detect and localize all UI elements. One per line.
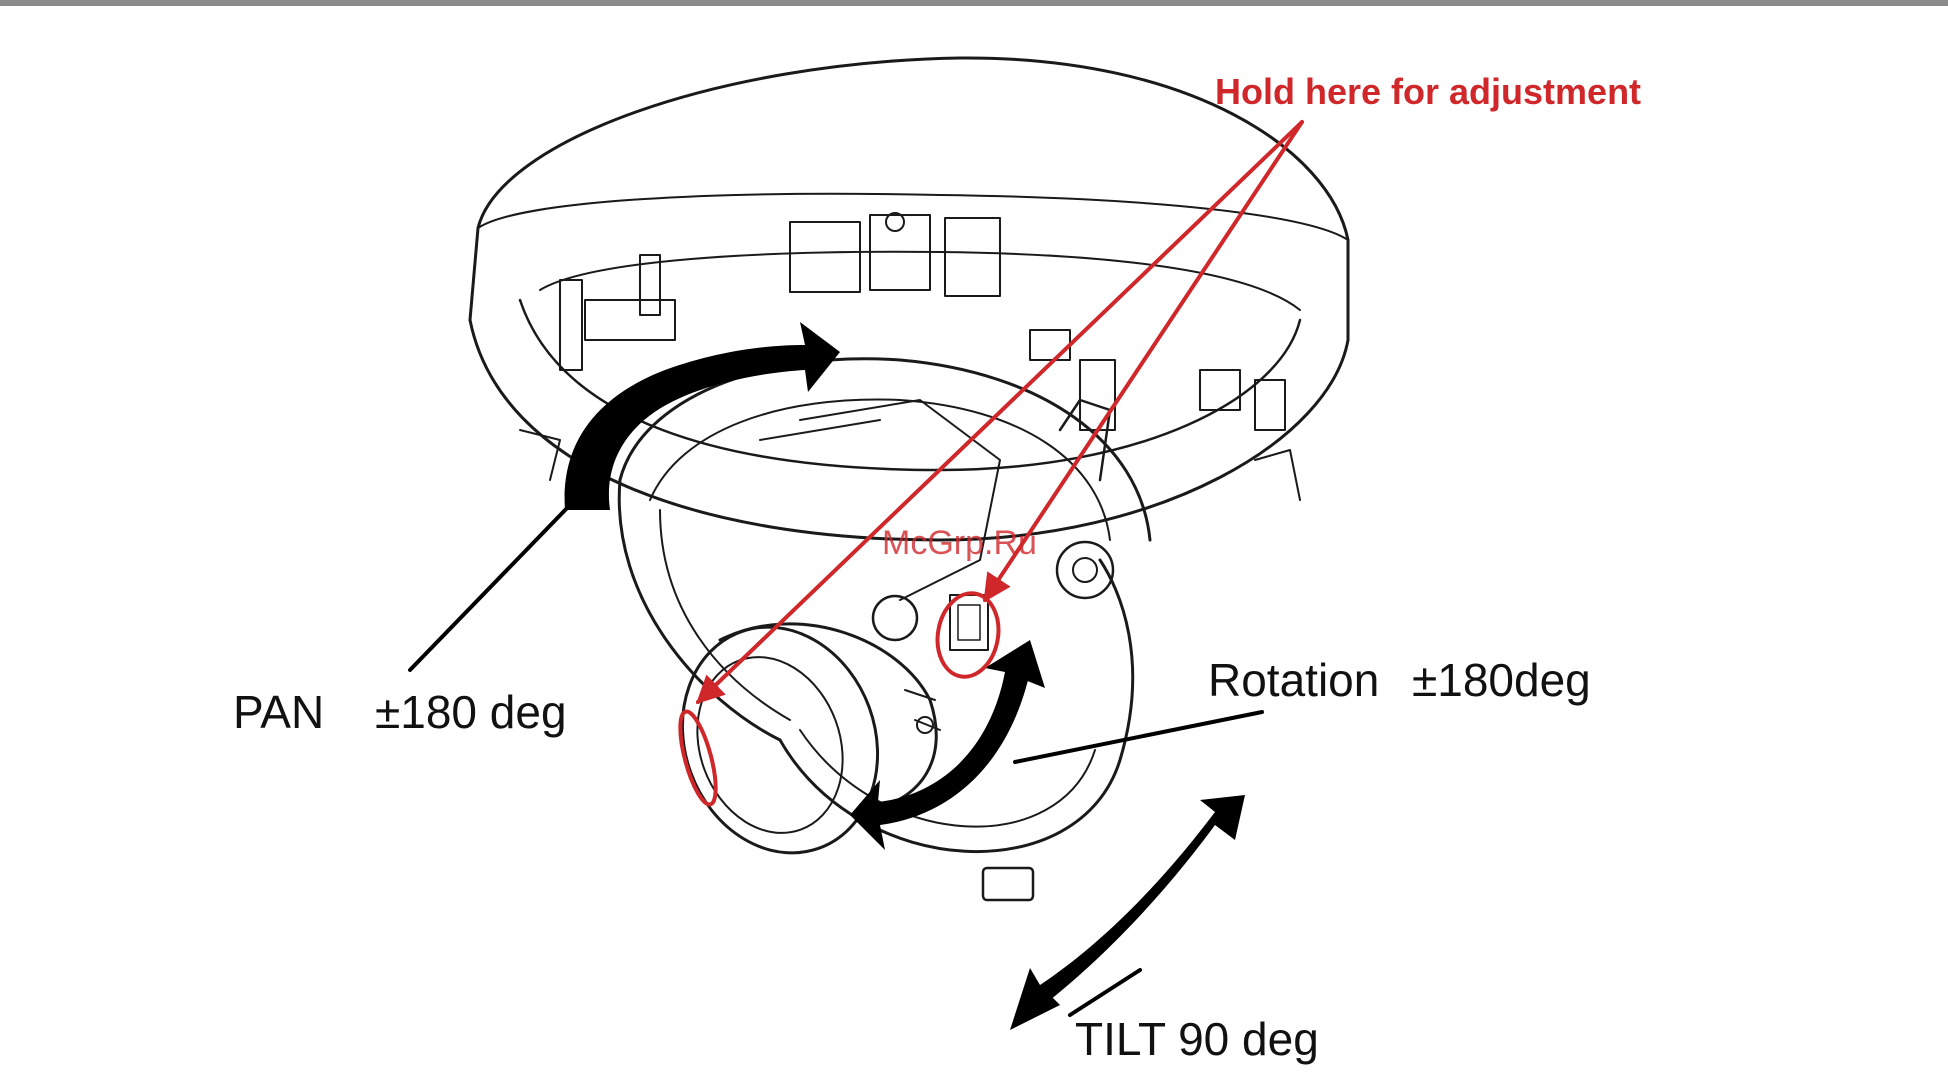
leader-lines xyxy=(410,505,1262,1015)
tilt-arrow xyxy=(1010,795,1245,1030)
pan-label: PAN xyxy=(233,686,324,738)
pan-arrow xyxy=(565,322,840,510)
tilt-label: TILT 90 deg xyxy=(1075,1013,1319,1065)
hold-here-label: Hold here for adjustment xyxy=(1215,71,1641,112)
hold-point-lens-ring xyxy=(673,708,723,807)
rotation-value: ±180deg xyxy=(1412,654,1591,706)
tilt-leader-line xyxy=(1070,970,1140,1015)
watermark-text: McGrp.Ru xyxy=(882,524,1037,562)
rotation-label: Rotation xyxy=(1208,654,1379,706)
motion-arrows xyxy=(565,322,1245,1030)
pan-value: ±180 deg xyxy=(375,686,567,738)
hold-pointer-line-lens xyxy=(698,122,1302,702)
pan-leader-line xyxy=(410,505,570,670)
rotation-leader-line xyxy=(1015,712,1262,762)
